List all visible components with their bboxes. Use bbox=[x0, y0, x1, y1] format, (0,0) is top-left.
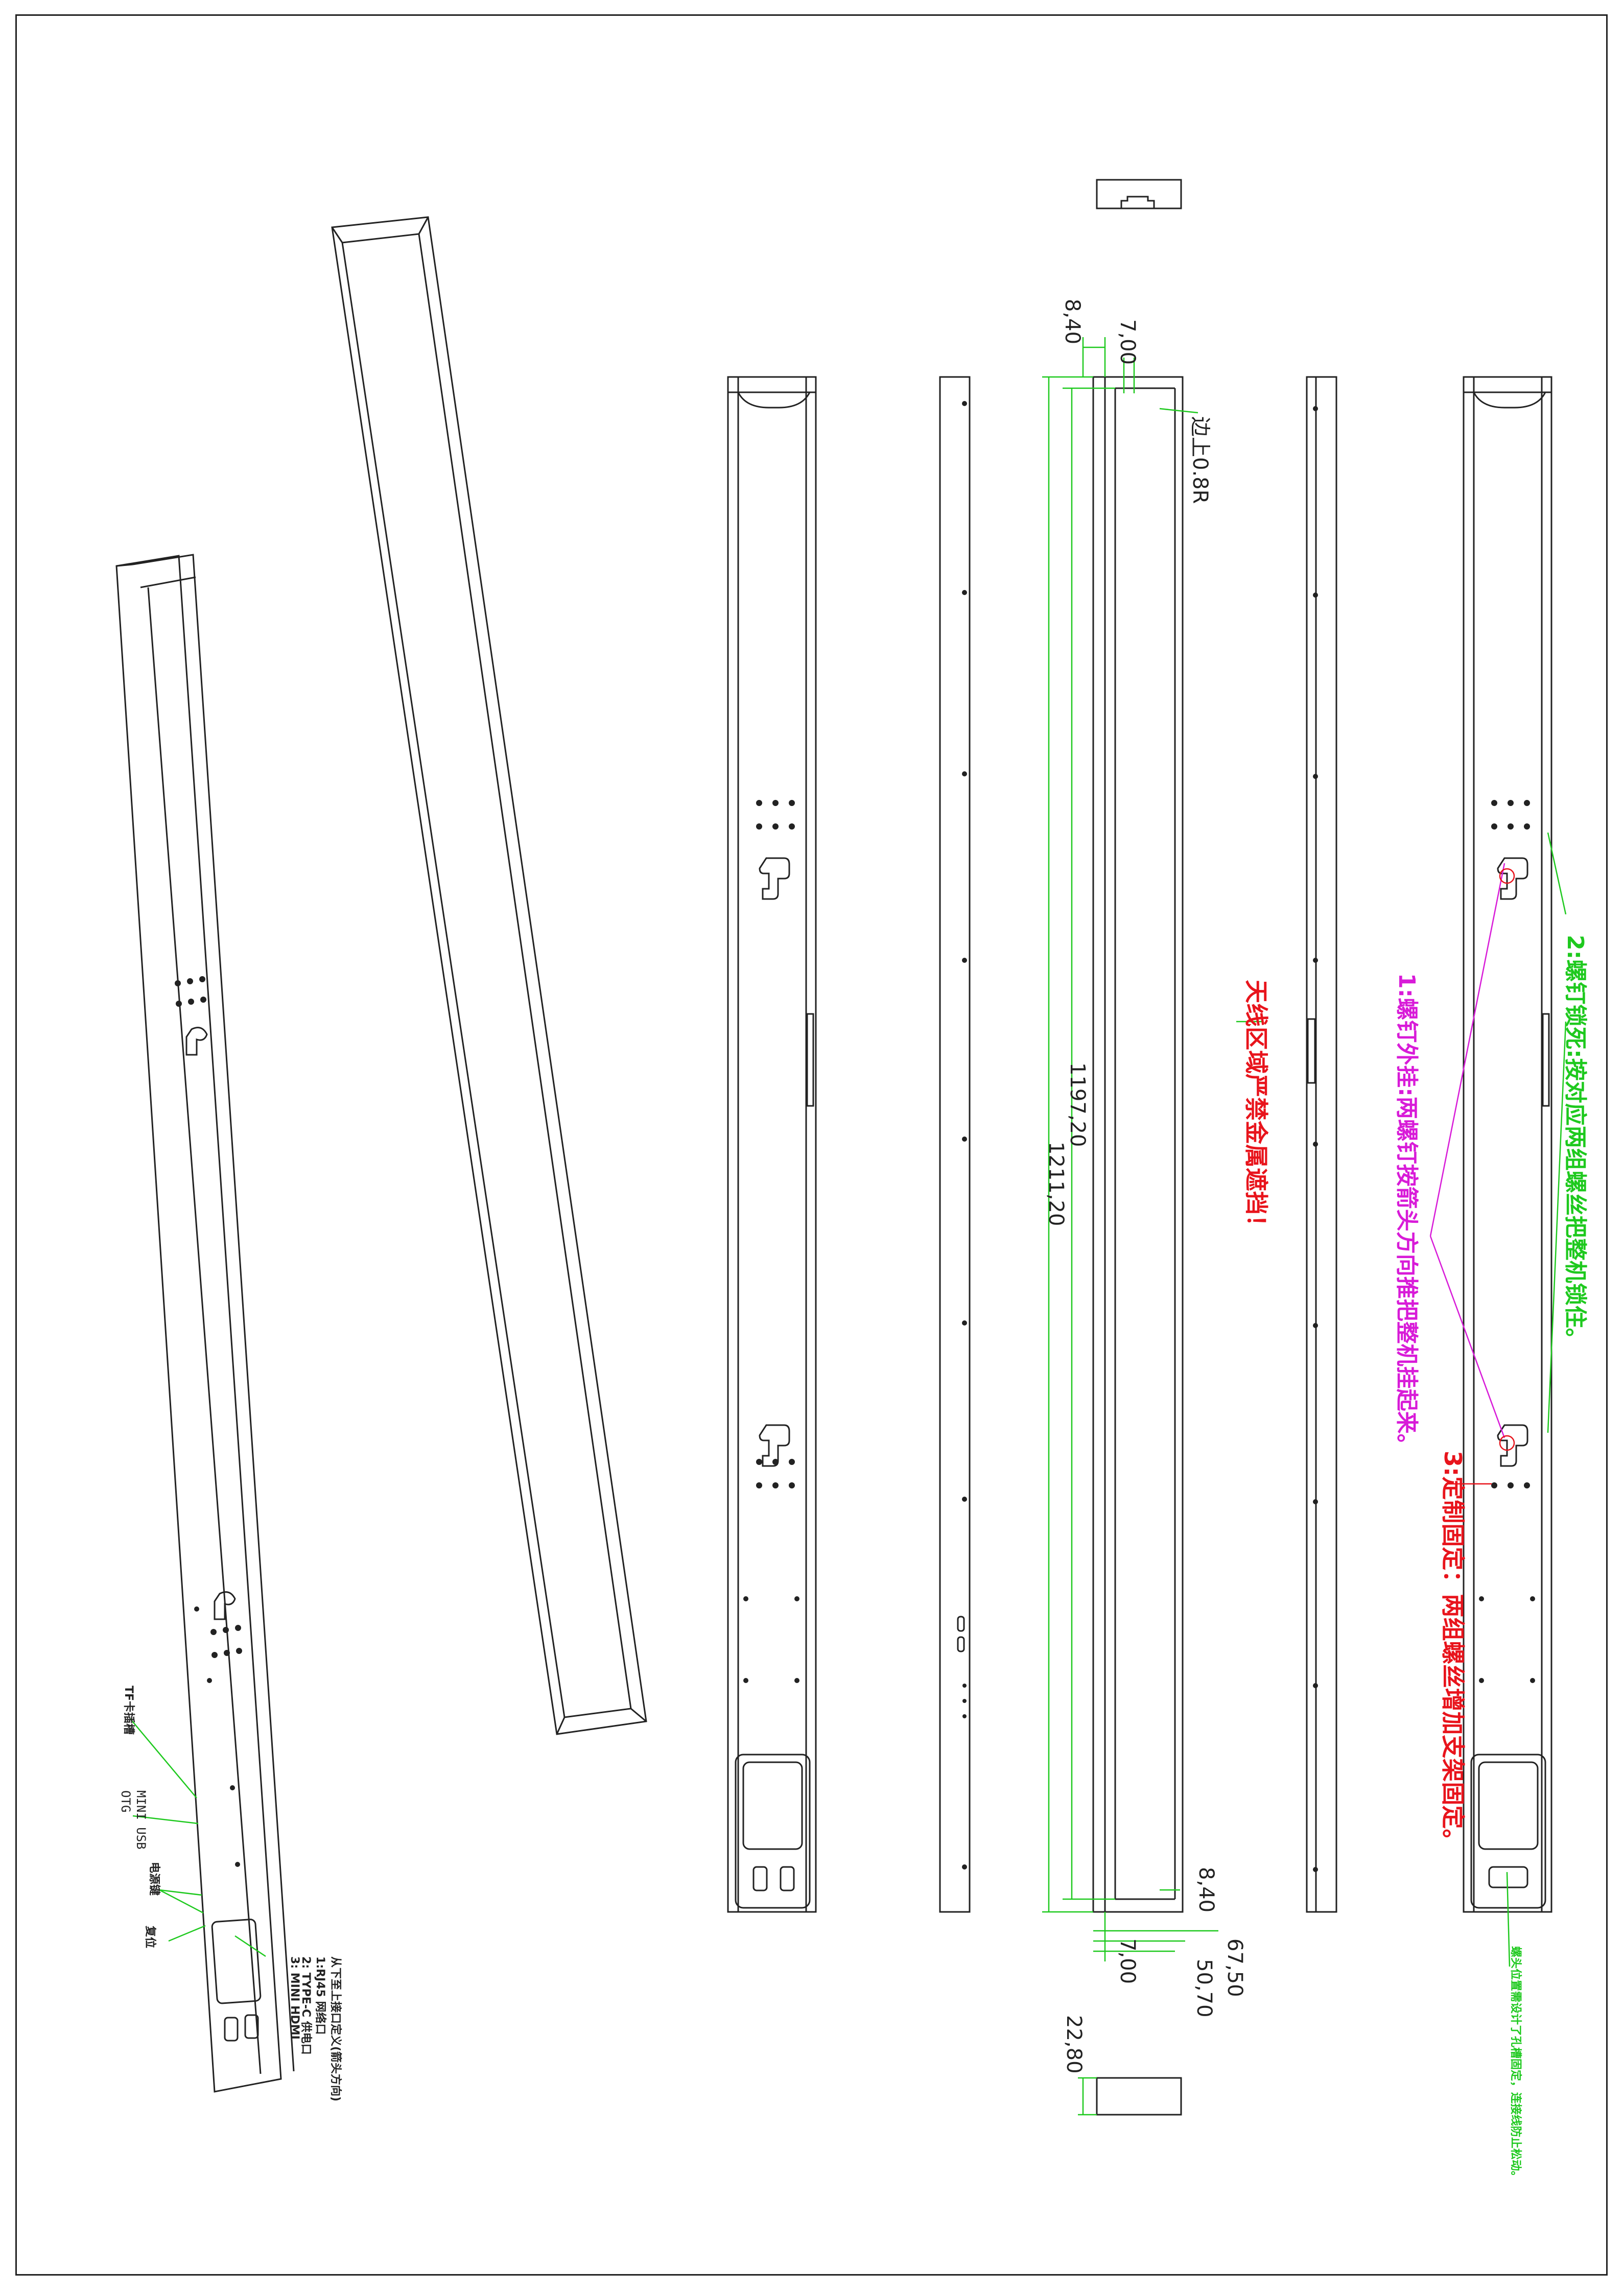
drawing-border bbox=[15, 14, 1608, 2276]
port-list-3: 3: MINI HDMI bbox=[288, 1956, 301, 2040]
isometric-left-holes bbox=[175, 976, 242, 1867]
note-step-1: 1:螺钉外挂:两螺钉按箭头方向推把整机挂起来。 bbox=[1394, 973, 1420, 1456]
bottom-cap-view bbox=[1096, 2077, 1182, 2116]
label-reset: 复位 bbox=[144, 1926, 156, 1949]
side-view-d-holes bbox=[1313, 406, 1318, 1872]
port-list-title: 从下至上接口定义(箭头方向) bbox=[329, 1956, 342, 2102]
top-cap-notch bbox=[1120, 196, 1155, 208]
dim-50-70: 50,70 bbox=[1192, 1959, 1216, 2018]
dim-edge-radius: 边上0.8R bbox=[1188, 416, 1212, 504]
section-view-c bbox=[1092, 376, 1184, 1913]
dim-8-40-bottom: 8,40 bbox=[1194, 1867, 1218, 1913]
side-view-d bbox=[1306, 376, 1337, 1913]
label-tf-slot: TF卡插槽 bbox=[122, 1686, 135, 1735]
front-view-a-holes bbox=[743, 800, 799, 1683]
dimension-lines bbox=[130, 337, 1567, 2116]
label-otg: OTG bbox=[119, 1790, 133, 1813]
side-view-b bbox=[939, 376, 971, 1913]
dim-1197-20: 1197,20 bbox=[1066, 1062, 1089, 1147]
antenna-warning: 天线区域严禁金属遮挡！ bbox=[1242, 980, 1270, 1238]
dim-7-00-top: 7,00 bbox=[1116, 319, 1139, 365]
side-view-b-holes bbox=[962, 401, 967, 1870]
magenta-leaders bbox=[1429, 863, 1515, 1451]
isometric-view-panel bbox=[331, 216, 647, 1735]
port-list-1: 1:RJ45 网络口 bbox=[314, 1956, 326, 2035]
rear-view-e-holes bbox=[1479, 800, 1535, 1683]
rear-view-e bbox=[1463, 376, 1552, 1913]
dim-1211-20: 1211,20 bbox=[1044, 1142, 1068, 1226]
label-mini-usb: MINI USB bbox=[134, 1790, 148, 1850]
top-cap-view bbox=[1096, 179, 1182, 209]
dim-8-40-top: 8,40 bbox=[1061, 299, 1084, 345]
label-power-key: 电源键 bbox=[148, 1862, 160, 1896]
front-view-a bbox=[727, 376, 817, 1913]
isometric-view-bar-left bbox=[115, 554, 295, 2093]
dim-67-50: 67,50 bbox=[1223, 1938, 1246, 1997]
note-step-2: 2:螺钉锁死:按对应两组螺丝把整机锁住。 bbox=[1562, 935, 1588, 1351]
dim-22-80: 22,80 bbox=[1062, 2015, 1086, 2074]
note-bottom-green: 螺头位置需设计了孔槽固定，连接线防止松动。 bbox=[1509, 1946, 1522, 2183]
dim-7-00-bottom: 7,00 bbox=[1116, 1938, 1139, 1984]
note-step-3: 3:定制固定：两组螺丝增加支架固定。 bbox=[1439, 1451, 1467, 1853]
port-list-2: 2: TYPE-C 供电口 bbox=[299, 1956, 312, 2055]
